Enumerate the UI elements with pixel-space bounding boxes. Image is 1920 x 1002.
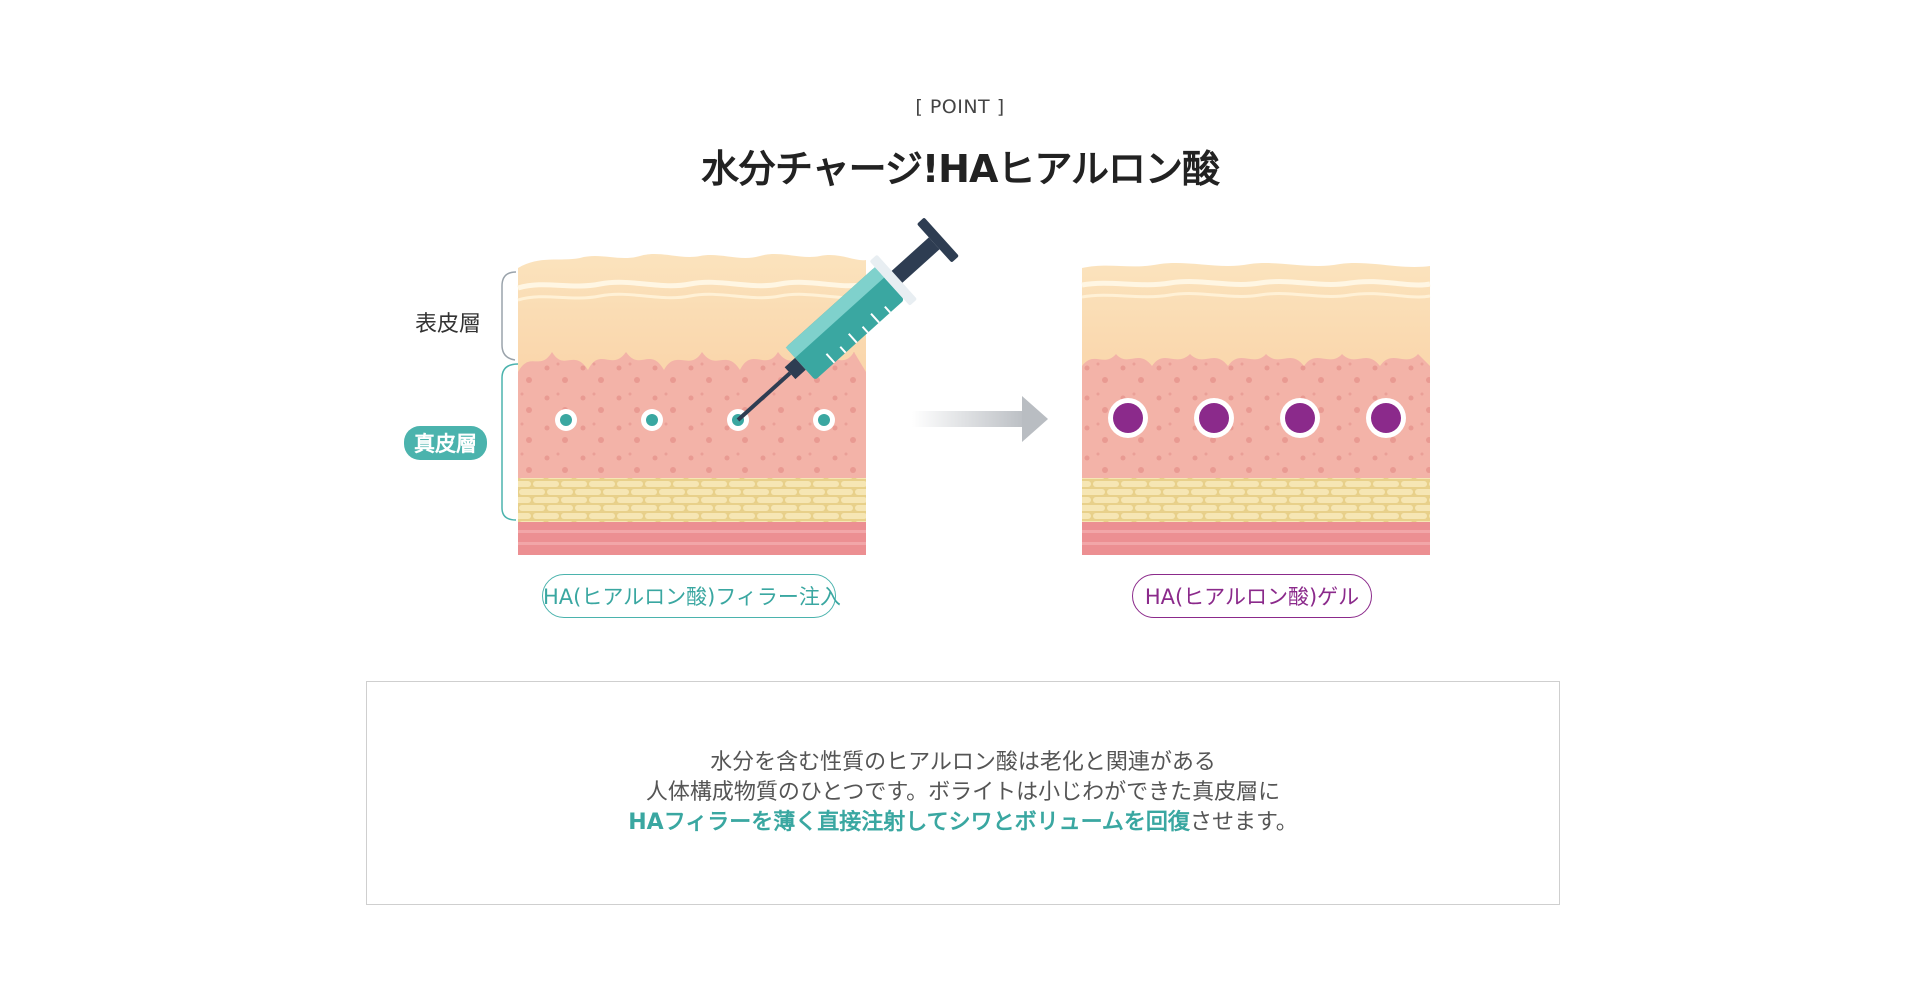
point-label: [ POINT ] [915,96,1005,118]
skin-diagram [501,218,1431,555]
ha-dot-teal [813,409,835,431]
description-line-2: 人体構成物質のひとつです。ボライトは小じわができた真皮層に [645,780,1281,805]
ha-gel-dot-purple [1194,398,1234,438]
description-line-1: 水分を含む性質のヒアルロン酸は老化と関連がある [710,750,1216,775]
dermis-label: 真皮層 [404,426,487,460]
description-text: 水分を含む性質のヒアルロン酸は老化と関連がある 人体構成物質のひとつです。ボライ… [367,748,1559,838]
description-box: 水分を含む性質のヒアルロン酸は老化と関連がある 人体構成物質のひとつです。ボライ… [366,681,1560,905]
description-line-3-rest: させます。 [1189,810,1298,835]
ha-dot-teal [641,409,663,431]
description-highlight: HAフィラーを薄く直接注射してシワとボリュームを回復 [628,810,1190,835]
ha-gel-dot-purple [1366,398,1406,438]
page-title: 水分チャージ!HAヒアルロン酸 [700,147,1220,191]
epidermis-bracket [501,271,517,361]
ha-dot-teal [555,409,577,431]
ha-filler-injection-caption: HA(ヒアルロン酸)フィラー注入 [542,574,841,618]
epidermis-label: 表皮層 [415,312,482,337]
dermis-bracket [501,363,519,521]
syringe-icon [736,218,959,422]
right-skin-block [1081,263,1431,555]
ha-gel-dot-purple [1108,398,1148,438]
ha-gel-dot-purple [1280,398,1320,438]
left-skin-block [517,254,867,555]
description-line-3: HAフィラーを薄く直接注射してシワとボリュームを回復させます。 [367,808,1559,838]
arrow-right-icon [912,396,1048,442]
ha-gel-caption: HA(ヒアルロン酸)ゲル [1132,574,1372,618]
